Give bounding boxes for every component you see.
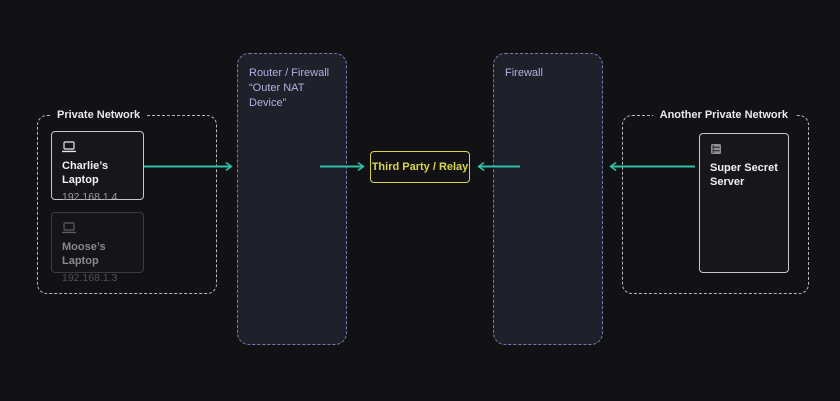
another-private-network-label: Another Private Network: [652, 108, 795, 123]
server-icon: [711, 144, 721, 154]
private-network-group: Private Network Charlie’s Laptop 192.168…: [37, 108, 217, 294]
device-charlies-laptop: Charlie’s Laptop 192.168.1.4: [51, 131, 144, 203]
device-name: Moose’s Laptop: [62, 241, 106, 267]
outer-nat-subtitle: “Outer NAT Device”: [249, 82, 305, 109]
firewall-box: Firewall: [493, 53, 603, 345]
laptop-icon: [62, 222, 76, 234]
device-name: Charlie’s Laptop: [62, 160, 109, 186]
device-super-secret-server: Super Secret Server: [699, 133, 789, 273]
device-name: Super Secret Server: [710, 162, 778, 188]
firewall-title: Firewall: [505, 67, 543, 79]
third-party-relay-box: Third Party / Relay: [370, 151, 470, 183]
device-mooses-laptop: Moose’s Laptop 192.168.1.3: [51, 212, 144, 284]
outer-nat-box: Router / Firewall “Outer NAT Device”: [237, 53, 347, 345]
another-private-network-group: Another Private Network Super Secret Ser…: [622, 108, 809, 294]
device-ip: 192.168.1.3: [62, 272, 118, 284]
device-ip: 192.168.1.4: [62, 191, 118, 203]
private-network-label: Private Network: [50, 108, 148, 123]
relay-label: Third Party / Relay: [371, 161, 469, 173]
laptop-icon: [62, 141, 76, 153]
outer-nat-title: Router / Firewall: [249, 67, 330, 79]
